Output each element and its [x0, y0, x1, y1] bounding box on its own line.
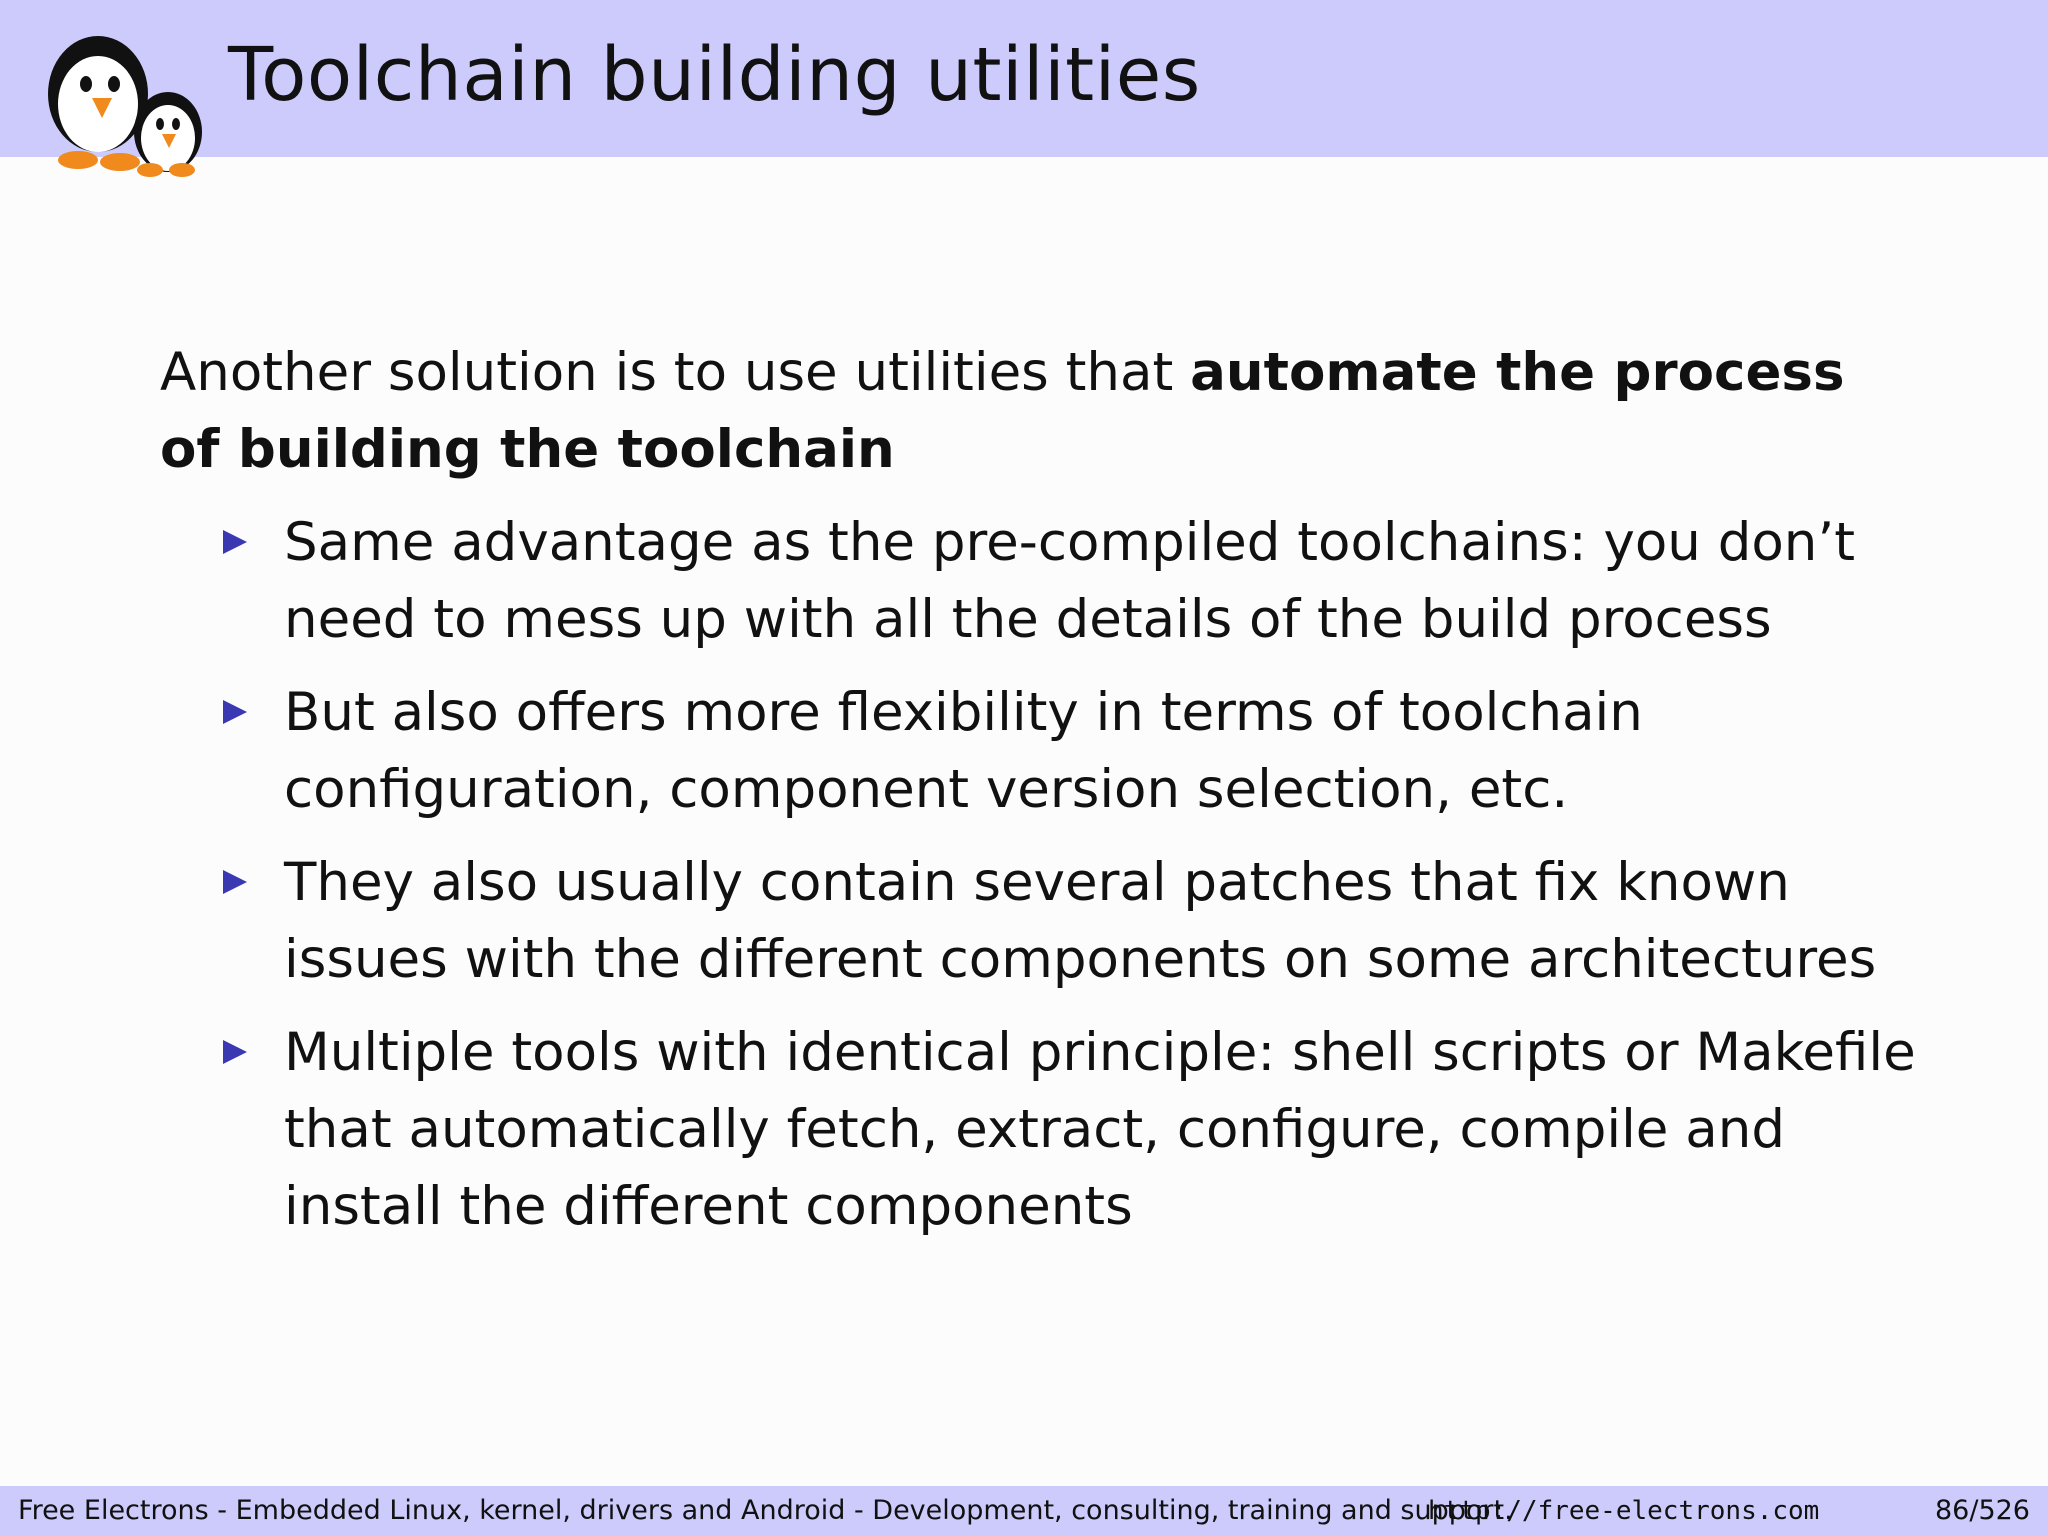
page-number: 86/526 [1935, 1495, 2030, 1526]
bullet-item: Multiple tools with identical principle:… [220, 1014, 1920, 1245]
bullet-text: But also offers more flexibility in term… [284, 682, 1643, 820]
footer-url-link[interactable]: http://free-electrons.com [1428, 1496, 1820, 1526]
slide-header [0, 0, 2048, 157]
triangle-bullet-icon [223, 530, 247, 554]
intro-bold-text: automate the process of building the too… [160, 342, 1845, 480]
intro-text: Another solution is to use utilities tha… [160, 342, 1191, 403]
footer-organization: Free Electrons - Embedded Linux, kernel,… [18, 1495, 1513, 1526]
bullet-item: Same advantage as the pre-compiled toolc… [220, 504, 1920, 658]
triangle-bullet-icon [223, 870, 247, 894]
bullet-text: Same advantage as the pre-compiled toolc… [284, 512, 1855, 650]
penguin-logo-icon [48, 36, 202, 177]
bullet-item: They also usually contain several patche… [220, 844, 1920, 998]
slide-footer: Free Electrons - Embedded Linux, kernel,… [0, 1486, 2048, 1536]
bullet-item: But also offers more flexibility in term… [220, 674, 1920, 828]
intro-paragraph: Another solution is to use utilities tha… [160, 334, 1920, 488]
triangle-bullet-icon [223, 700, 247, 724]
bullet-text: Multiple tools with identical principle:… [284, 1022, 1916, 1237]
bullet-text: They also usually contain several patche… [284, 852, 1877, 990]
bullet-list: Same advantage as the pre-compiled toolc… [220, 504, 1920, 1261]
triangle-bullet-icon [223, 1040, 247, 1064]
slide-title: Toolchain building utilities [228, 32, 1201, 118]
